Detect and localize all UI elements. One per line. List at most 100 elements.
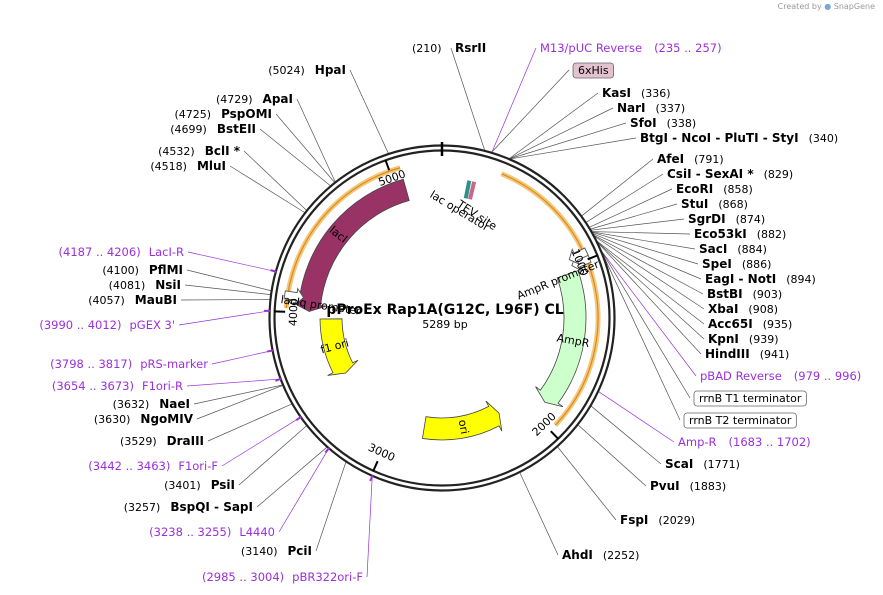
orf-arc-line xyxy=(554,262,599,426)
enzyme-15-leader xyxy=(594,235,705,310)
enzyme-label: AhdI(2252) xyxy=(562,548,639,562)
primer-range: (3654 .. 3673) xyxy=(52,379,134,393)
primer-mark xyxy=(267,349,274,353)
primer-range: (4187 .. 4206) xyxy=(59,245,141,259)
primer-label: (2985 .. 3004)pBR322ori-F xyxy=(202,570,363,584)
plasmid-backbone xyxy=(268,142,616,492)
enzyme-pos: (939) xyxy=(749,333,779,346)
boxed-label-frame xyxy=(693,390,807,407)
enzyme-name: BstEII xyxy=(217,122,256,136)
enzyme-name: XbaI xyxy=(708,302,738,316)
primer-name: F1ori-F xyxy=(178,459,218,473)
enzyme-name: BstBI xyxy=(707,287,743,301)
enzyme-name: PspOMI xyxy=(221,107,272,121)
enzyme-left-7-leader xyxy=(184,284,271,295)
enzyme-name: SfoI xyxy=(630,116,657,130)
orf-arc-line xyxy=(285,167,401,309)
enzyme-pos: (941) xyxy=(760,348,790,361)
boxed-label-text: 6xHis xyxy=(578,64,609,77)
enzyme-label: (4057)MauBI xyxy=(88,293,177,307)
boxed-label-frame xyxy=(572,62,614,79)
enzyme-pos: (1883) xyxy=(690,480,727,493)
enzyme-label: (4518)MluI xyxy=(150,159,226,173)
feature-laci xyxy=(292,178,410,312)
enzyme-pos: (4725) xyxy=(174,108,211,121)
enzyme-pos: (3529) xyxy=(120,435,157,448)
enzyme-pos: (886) xyxy=(742,258,772,271)
primer-label: M13/pUC Reverse(235 .. 257) xyxy=(540,41,722,55)
enzyme-label: (3630)NgoMIV xyxy=(94,412,194,426)
enzyme-label: (4100)PflMI xyxy=(102,263,183,277)
primer-right-2-leader xyxy=(598,391,675,443)
enzyme-pos: (829) xyxy=(764,168,794,181)
enzyme-left-10-leader xyxy=(196,385,283,420)
enzyme-6-leader xyxy=(585,173,664,223)
enzyme-pos: (2252) xyxy=(603,549,640,562)
enzyme-label: EagI - NotI(894) xyxy=(705,272,816,286)
enzyme-8-leader xyxy=(590,203,678,230)
primer-range: (3798 .. 3817) xyxy=(50,357,132,371)
enzyme-label: (4081)NsiI xyxy=(109,278,181,292)
enzyme-label: Acc65I(935) xyxy=(708,317,792,331)
enzyme-label: KasI(336) xyxy=(602,86,671,100)
promoter-lacIq xyxy=(283,287,305,306)
enzyme-name: NarI xyxy=(617,101,646,115)
primer-label: pBAD Reverse (979 .. 996) xyxy=(700,369,861,383)
enzyme-label: EcoRI(858) xyxy=(676,182,753,196)
labels: (210)RsrIIKasI(336)NarI(337)SfoI(338)Btg… xyxy=(39,41,861,584)
enzyme-pos: (210) xyxy=(412,42,442,55)
enzyme-name: MluI xyxy=(197,159,226,173)
primer-mark xyxy=(369,474,374,482)
primer-right-0-leader xyxy=(491,47,537,153)
enzyme-left-4-leader xyxy=(243,150,307,211)
enzyme-left-8-leader xyxy=(180,299,270,301)
feature-label-ampr: AmpR xyxy=(556,331,591,350)
feature-ampr xyxy=(535,270,587,408)
enzyme-pos: (4100) xyxy=(102,264,139,277)
enzyme-label: SgrDI(874) xyxy=(688,212,765,226)
enzyme-name: BclI * xyxy=(205,144,241,158)
enzyme-label: BstBI (903) xyxy=(707,287,782,301)
primer-name: pBAD Reverse xyxy=(700,369,782,383)
enzyme-label: FspI(2029) xyxy=(620,513,695,527)
enzyme-19-leader xyxy=(590,405,662,465)
primer-range: (979 .. 996) xyxy=(794,369,862,383)
primer-label: (3798 .. 3817)pRS-marker xyxy=(50,357,208,371)
boxed-label-text: rrnB T1 terminator xyxy=(699,392,802,405)
primer-label: (3238 .. 3255)L4440 xyxy=(149,525,275,539)
tick-label-4000: 4000 xyxy=(286,298,300,326)
enzyme-name: MauBI xyxy=(135,293,177,307)
enzyme-name: HindIII xyxy=(705,347,750,361)
boxed-label: rrnB T2 terminator xyxy=(683,412,797,429)
enzyme-pos: (3257) xyxy=(124,501,161,514)
plasmid-title: pProEx Rap1A(G12C, L96F) CL xyxy=(326,302,563,318)
enzyme-label: KpnI(939) xyxy=(708,332,779,346)
enzyme-label: (4699)BstEII xyxy=(170,122,256,136)
enzyme-pos: (336) xyxy=(641,87,671,100)
enzyme-pos: (903) xyxy=(753,288,783,301)
boxed-0-leader xyxy=(491,69,570,153)
primer-left-0-leader xyxy=(187,251,276,272)
enzyme-label: (3529)DraIII xyxy=(120,434,204,448)
enzyme-pos: (338) xyxy=(667,117,697,130)
primer-name: pGEX 3' xyxy=(130,318,176,332)
enzyme-label: HindIII (941) xyxy=(705,347,789,361)
enzyme-left-0-leader xyxy=(349,69,389,154)
enzyme-label: (4729)ApaI xyxy=(216,92,293,106)
enzyme-pos: (3401) xyxy=(164,479,201,492)
primer-right-1-leader xyxy=(601,250,697,377)
enzyme-label: (5024)HpaI xyxy=(268,63,346,77)
primer-mark xyxy=(324,447,331,454)
enzyme-pos: (908) xyxy=(748,303,778,316)
enzyme-label: AfeI(791) xyxy=(657,152,724,166)
enzyme-14-leader xyxy=(593,235,704,295)
enzyme-pos: (4532) xyxy=(158,145,195,158)
enzyme-name: EagI - NotI xyxy=(705,272,776,286)
tick-1000 xyxy=(587,254,599,261)
enzyme-pos: (4081) xyxy=(109,279,146,292)
primer-range: (3990 .. 4012) xyxy=(39,318,121,332)
enzyme-label: SpeI(886) xyxy=(702,257,771,271)
enzyme-pos: (1771) xyxy=(703,458,740,471)
primer-left-2-leader xyxy=(211,350,273,365)
leader-lines xyxy=(178,47,705,578)
